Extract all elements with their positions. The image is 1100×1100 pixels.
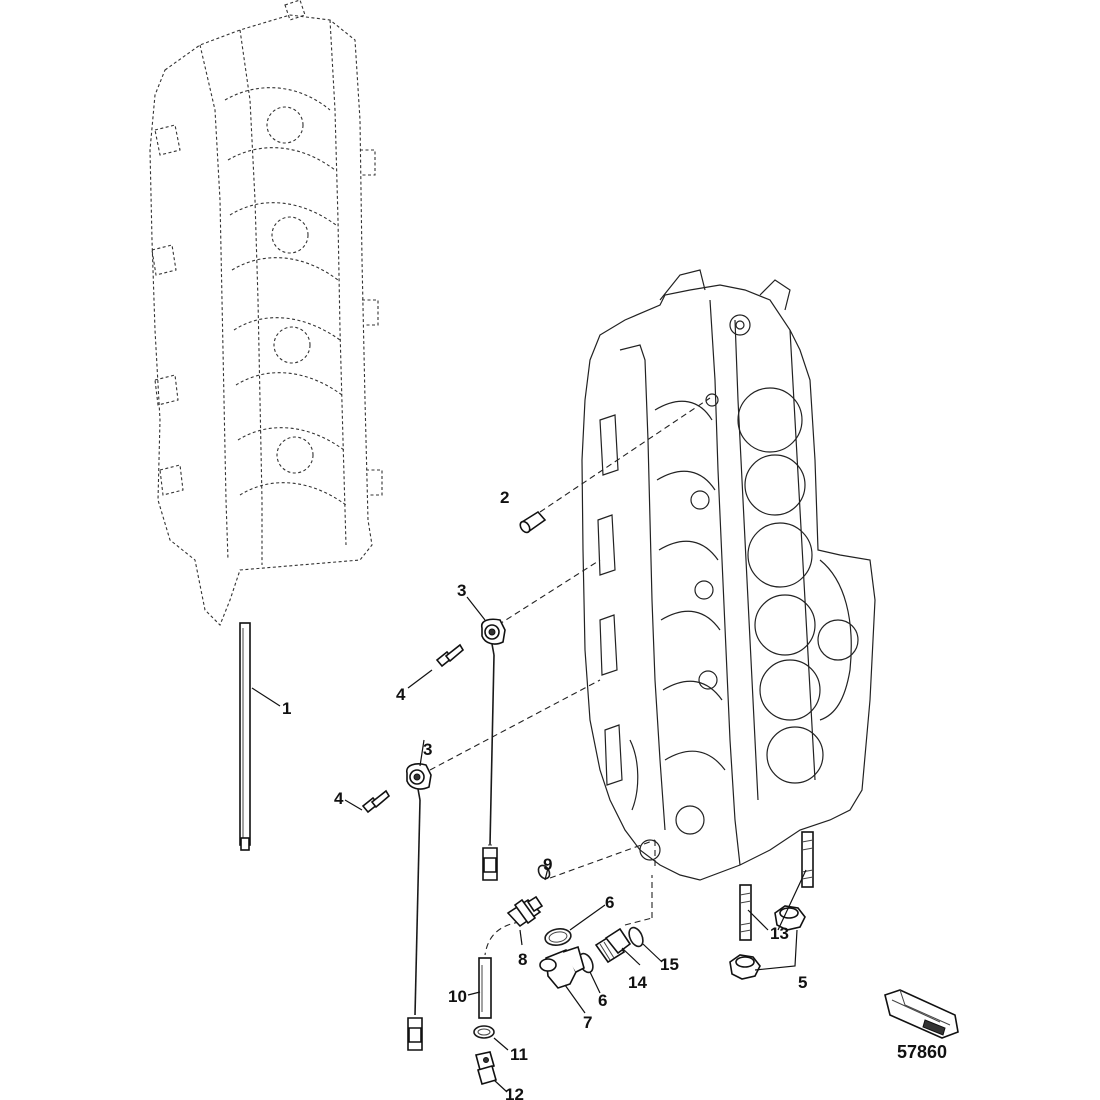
part-8-fitting	[506, 895, 544, 928]
part-9-o-ring	[537, 864, 551, 880]
callout-15: 15	[660, 955, 679, 974]
callout-4-lower: 4	[334, 789, 344, 808]
callout-12: 12	[505, 1085, 524, 1100]
callout-6-upper: 6	[605, 893, 614, 912]
callout-8: 8	[518, 950, 527, 969]
part-5-nut-lower	[729, 954, 761, 980]
callout-2: 2	[500, 488, 509, 507]
callout-6-lower: 6	[598, 991, 607, 1010]
callout-3-lower: 3	[423, 740, 432, 759]
part-1-rod	[239, 622, 251, 851]
callout-5: 5	[798, 973, 807, 992]
part-13-stud-right	[801, 831, 814, 888]
ghost-engine-block	[149, 0, 383, 626]
part-5-nut-upper	[774, 905, 806, 931]
callout-4-upper: 4	[396, 685, 406, 704]
callout-labels: 1 2 3 3 4 4 5 6 6 7 8 9 10 11 12 13 14 1…	[282, 488, 807, 1100]
part-4-bolt-upper	[435, 643, 465, 668]
part-6-clamp-upper	[544, 928, 572, 946]
callout-1: 1	[282, 699, 291, 718]
part-10-hose	[478, 957, 492, 1019]
diagram-reference-number: 57860	[897, 1042, 947, 1062]
callout-7: 7	[583, 1013, 592, 1032]
part-3-knock-sensor-lower	[406, 763, 432, 1051]
callout-3-upper: 3	[457, 581, 466, 600]
part-7-elbow	[539, 945, 585, 989]
part-15-o-ring	[628, 926, 644, 948]
part-13-stud-left	[739, 884, 752, 941]
callout-10: 10	[448, 987, 467, 1006]
callout-14: 14	[628, 973, 647, 992]
part-11-clamp	[473, 1025, 495, 1039]
alignment-lines	[429, 397, 711, 956]
callout-9: 9	[543, 855, 552, 874]
part-2-dowel-pin	[519, 510, 547, 534]
part-3-knock-sensor-upper	[480, 618, 506, 881]
part-14-fitting	[594, 927, 632, 964]
callout-11: 11	[510, 1045, 528, 1064]
leader-lines	[251, 596, 807, 1093]
part-12-fitting	[475, 1051, 497, 1085]
callout-13: 13	[770, 924, 789, 943]
cylinder-block	[581, 269, 876, 881]
part-4-bolt-lower	[361, 789, 391, 814]
boat-orientation-icon	[884, 989, 959, 1039]
